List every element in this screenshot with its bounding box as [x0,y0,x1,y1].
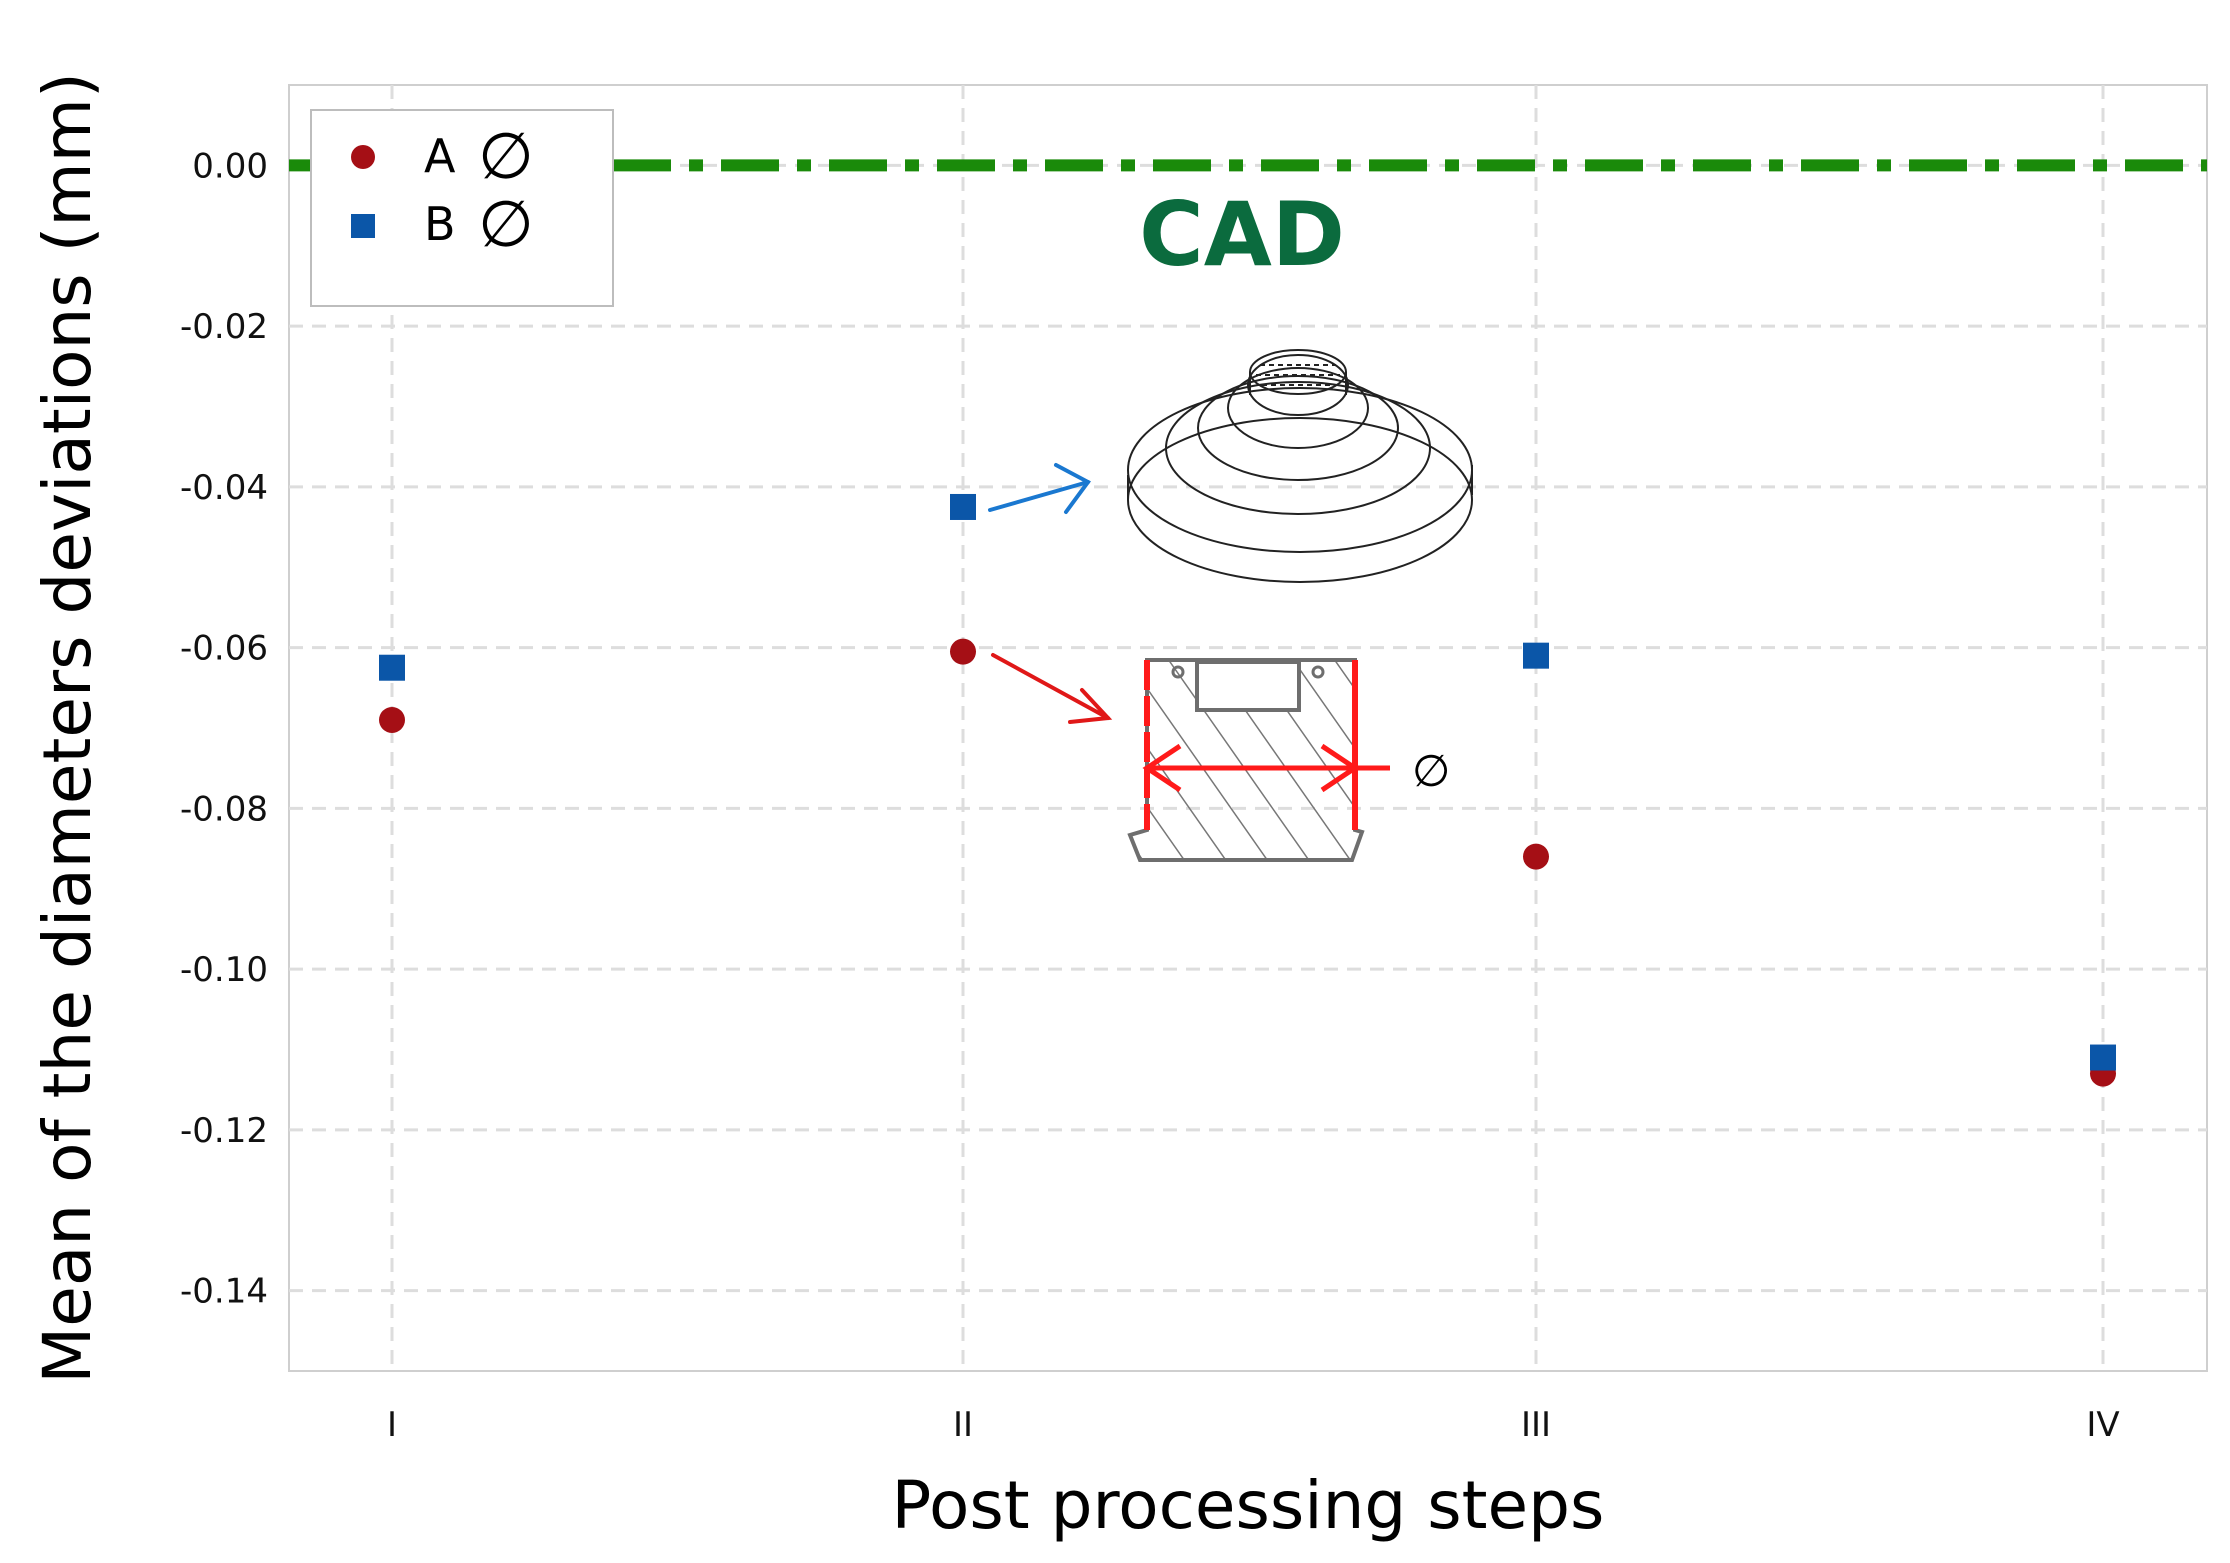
y-tick-label: -0.14 [180,1272,268,1312]
y-tick-label: -0.08 [180,789,268,829]
x-tick-label: II [953,1405,973,1445]
legend-diameter-symbol-b: ∅ [478,188,534,262]
x-tick-label: III [1521,1405,1551,1445]
legend-label-b: B [424,197,456,251]
blue-arrow [988,463,1091,514]
point-a-iii [1523,843,1549,870]
legend-label-a: A [424,129,456,183]
y-tick-label: -0.02 [180,307,268,347]
y-tick-label: -0.04 [180,468,268,508]
point-a-i [379,706,405,733]
y-tick-label: -0.10 [180,950,268,990]
point-b-ii [950,493,976,520]
y-tick-label: -0.06 [180,629,268,669]
red-arrow [991,653,1113,724]
legend-marker-b [351,214,375,238]
point-b-iv [2090,1044,2116,1071]
point-a-ii [950,638,976,665]
x-tick-label: IV [2086,1405,2119,1445]
cad-label: CAD [1139,183,1345,286]
legend: A ∅ B ∅ [310,109,614,307]
part-section-illustration: ∅ [1127,658,1450,862]
part-3d-illustration [1127,349,1473,583]
y-tick-label: -0.12 [180,1111,268,1151]
x-axis-title: Post processing steps [892,1467,1605,1544]
legend-box [310,109,614,307]
x-tick-label: I [387,1405,397,1445]
data-points [379,493,2116,1087]
y-tick-labels: 0.00 -0.02 -0.04 -0.06 -0.08 -0.10 -0.12 -0.14 [180,146,268,1311]
point-b-iii [1523,642,1549,669]
legend-diameter-symbol-a: ∅ [478,120,534,194]
point-b-i [379,654,405,681]
section-diameter-symbol: ∅ [1412,746,1450,797]
y-axis-title: Mean of the diameters deviations (mm) [29,72,106,1383]
y-tick-label: 0.00 [192,146,268,186]
legend-marker-a [351,145,375,169]
